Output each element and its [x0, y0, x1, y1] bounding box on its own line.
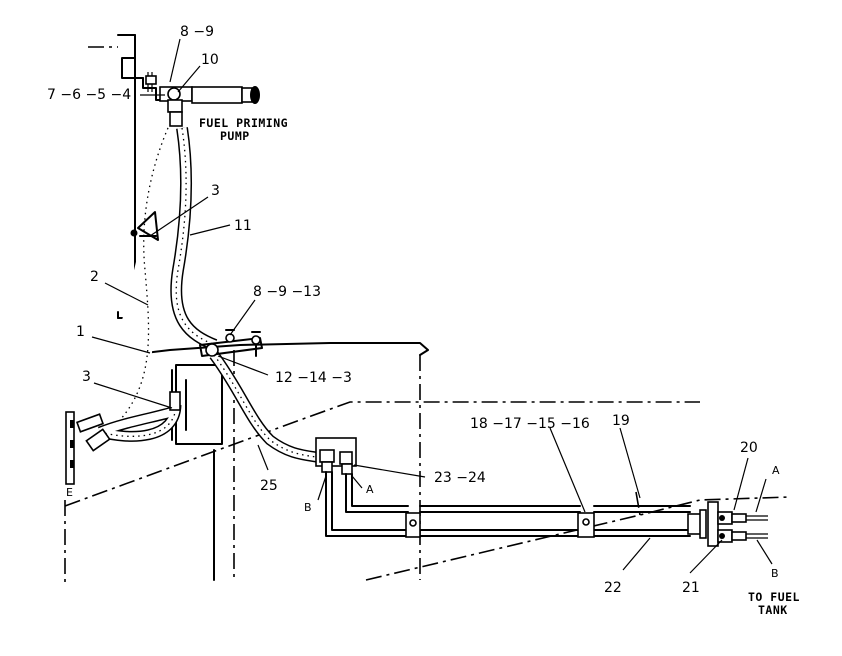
callout-7-6-5-4: 7 −6 −5 −4	[47, 87, 131, 103]
callout-19: 19	[612, 413, 630, 429]
callout-10: 10	[201, 52, 219, 68]
caption-fuel-priming: FUEL PRIMING	[199, 116, 288, 130]
callout-20: 20	[740, 440, 758, 456]
callout-11: 11	[234, 218, 252, 234]
caption-pump: PUMP	[220, 129, 250, 143]
callout-18-17-15-16: 18 −17 −15 −16	[470, 416, 590, 432]
callout-25: 25	[260, 478, 278, 494]
callout-21: 21	[682, 580, 700, 596]
callout-3-top: 3	[211, 183, 220, 199]
hose-11	[170, 127, 218, 351]
hose-lower-loop	[97, 404, 182, 442]
hose-2	[88, 126, 173, 449]
fuel-tube-B	[325, 471, 691, 537]
letter-B-mid: B	[304, 501, 312, 514]
captions: FUEL PRIMING PUMP TO FUEL TANK	[199, 116, 800, 617]
hose-25	[209, 351, 323, 464]
fuel-priming-pump	[145, 72, 260, 127]
callout-23-24: 23 −24	[434, 470, 486, 486]
letter-A-right: A	[772, 464, 780, 477]
callout-8-9: 8 −9	[180, 24, 214, 40]
caption-tank: TANK	[758, 603, 788, 617]
callout-12-14-3: 12 −14 −3	[275, 370, 352, 386]
callout-22: 22	[604, 580, 622, 596]
callout-8-9-13: 8 −9 −13	[253, 284, 321, 300]
fitting-left	[75, 413, 111, 452]
bracket-8-9-13	[199, 329, 263, 357]
leader-lines	[91, 38, 773, 574]
clip-upper	[130, 211, 159, 241]
fitting-block-23-24	[315, 437, 357, 475]
tube-clamps	[405, 512, 595, 538]
right-fittings	[687, 501, 768, 547]
callout-3-bottom: 3	[82, 369, 91, 385]
letter-E: E	[66, 486, 73, 499]
letter-A-mid: A	[366, 483, 374, 496]
callouts: 8 −9 10 7 −6 −5 −4 3 11 2 8 −9 −13 1 12 …	[47, 24, 780, 596]
callout-2: 2	[90, 269, 99, 285]
callout-1: 1	[76, 324, 85, 340]
letter-B-right: B	[771, 567, 779, 580]
caption-to-fuel: TO FUEL	[748, 590, 800, 604]
fuel-tube-A	[345, 473, 691, 513]
clip-lower	[169, 391, 181, 411]
